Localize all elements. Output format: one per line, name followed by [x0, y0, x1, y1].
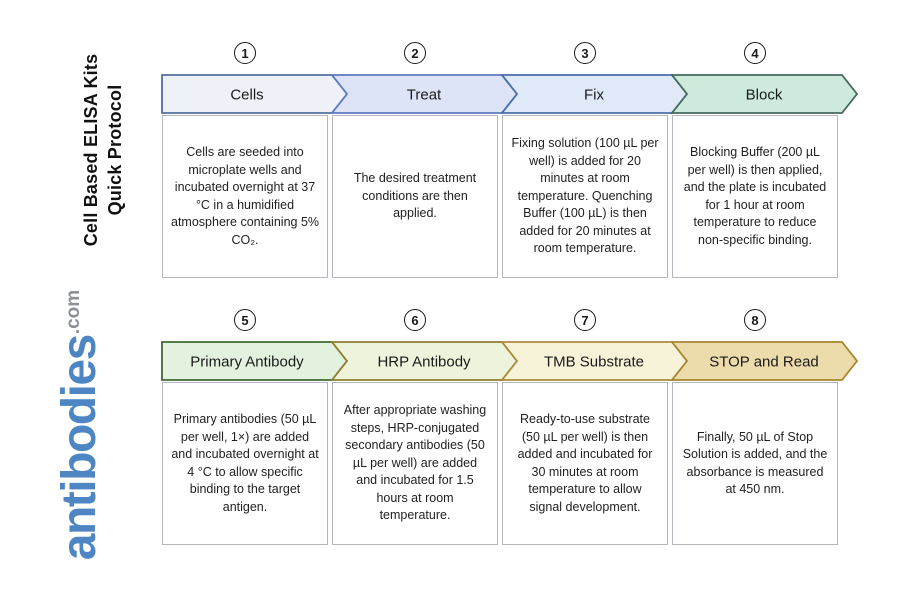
description-box-hrp-antibody: After appropriate washing steps, HRP-con…	[332, 382, 498, 545]
description-row: Primary antibodies (50 µL per well, 1×) …	[160, 382, 870, 545]
description-text: Finally, 50 µL of Stop Solution is added…	[682, 429, 828, 497]
description-row: Cells are seeded into microplate wells a…	[160, 115, 870, 278]
description-text: Primary antibodies (50 µL per well, 1×) …	[171, 412, 319, 514]
step-number-badge: 2	[404, 42, 426, 64]
arrow-label-treat: Treat	[407, 87, 442, 104]
protocol-flow: 1 2 3 4 Cells Treat Fix Block Cells are …	[160, 28, 870, 545]
description-box-primary-antibody: Primary antibodies (50 µL per well, 1×) …	[162, 382, 328, 545]
arrow-banner-row: Cells Treat Fix Block	[161, 74, 859, 114]
arrow-shape-stop-and-read	[670, 341, 859, 381]
brand-logo: antibodies .com	[52, 260, 126, 590]
step-number: 1	[241, 45, 249, 61]
description-box-block: Blocking Buffer (200 µL per well) is the…	[672, 115, 838, 278]
step-number: 5	[241, 312, 249, 328]
description-box-treat: The desired treatment conditions are the…	[332, 115, 498, 278]
brand-logo-text: antibodies	[53, 335, 106, 561]
brand-logo-tld: .com	[63, 289, 84, 335]
step-number-row: 1 2 3 4	[160, 42, 870, 64]
step-number-badge: 7	[574, 309, 596, 331]
step-number-badge: 3	[574, 42, 596, 64]
arrow-label-fix: Fix	[584, 87, 604, 104]
step-number-badge: 5	[234, 309, 256, 331]
description-text: Ready-to-use substrate (50 µL per well) …	[517, 412, 653, 514]
description-box-cells: Cells are seeded into microplate wells a…	[162, 115, 328, 278]
step-number: 8	[751, 312, 759, 328]
arrow-label-stop-and-read: STOP and Read	[709, 354, 819, 371]
description-text: Cells are seeded into microplate wells a…	[171, 145, 320, 247]
step-number: 6	[411, 312, 419, 328]
description-text: Fixing solution (100 µL per well) is add…	[511, 136, 659, 256]
description-text: The desired treatment conditions are the…	[353, 171, 477, 221]
arrow-label-primary-antibody: Primary Antibody	[190, 354, 304, 371]
step-number-badge: 1	[234, 42, 256, 64]
arrow-label-tmb-substrate: TMB Substrate	[544, 354, 644, 371]
step-number-badge: 4	[744, 42, 766, 64]
arrow-label-block: Block	[746, 87, 783, 104]
protocol-row-1: 1 2 3 4 Cells Treat Fix Block Cells are …	[160, 42, 870, 278]
step-number: 4	[751, 45, 759, 61]
arrow-label-cells: Cells	[230, 87, 263, 104]
step-number-badge: 6	[404, 309, 426, 331]
arrow-shape-block	[670, 74, 859, 114]
page-title-line2: Quick Protocol	[105, 84, 125, 216]
description-box-fix: Fixing solution (100 µL per well) is add…	[502, 115, 668, 278]
protocol-row-2: 5 6 7 8 Primary Antibody HRP Antibody TM…	[160, 309, 870, 545]
arrow-banner-row: Primary Antibody HRP Antibody TMB Substr…	[161, 341, 859, 381]
step-number: 3	[581, 45, 589, 61]
step-number-row: 5 6 7 8	[160, 309, 870, 331]
page-title-line1: Cell Based ELISA Kits	[80, 53, 101, 247]
page-title: Cell Based ELISA Kits Quick Protocol	[71, 35, 135, 265]
description-text: Blocking Buffer (200 µL per well) is the…	[683, 145, 827, 247]
step-number-badge: 8	[744, 309, 766, 331]
arrow-label-hrp-antibody: HRP Antibody	[377, 354, 471, 371]
step-number: 2	[411, 45, 419, 61]
description-text: After appropriate washing steps, HRP-con…	[343, 403, 487, 523]
step-number: 7	[581, 312, 589, 328]
description-box-stop-and-read: Finally, 50 µL of Stop Solution is added…	[672, 382, 838, 545]
description-box-tmb-substrate: Ready-to-use substrate (50 µL per well) …	[502, 382, 668, 545]
